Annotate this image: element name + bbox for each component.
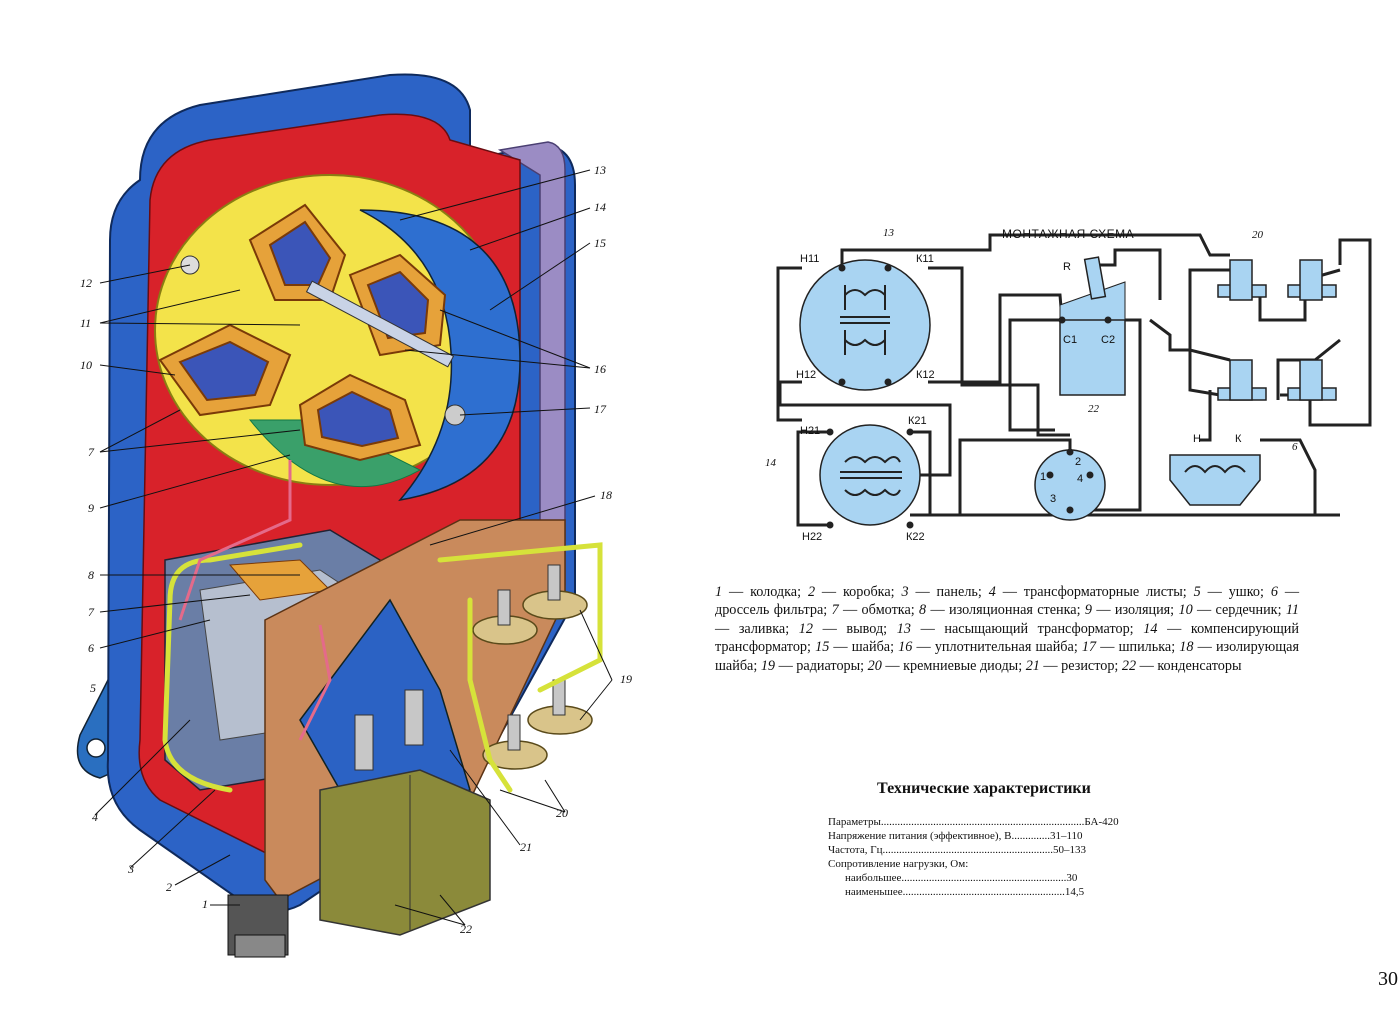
callout-12: 12	[80, 276, 92, 290]
legend-item: 22 — конденсаторы	[1121, 657, 1242, 674]
label-k12: К12	[916, 369, 935, 381]
legend-item: 5 — ушко;	[1193, 584, 1271, 600]
legend-item: 17 — шпилька;	[1081, 639, 1180, 656]
callout-14: 14	[594, 200, 606, 214]
spec-row: Частота, Гц.............................…	[828, 844, 1087, 856]
spec-row: наибольшее..............................…	[845, 872, 1078, 884]
schema-num-20: 20	[1252, 229, 1264, 241]
callout-11: 11	[80, 316, 92, 330]
legend-item: 8 — изоляционная стенка;	[919, 602, 1085, 619]
callout-8: 8	[88, 568, 94, 582]
legend-item: 11 — заливка;	[715, 602, 1299, 637]
parts-legend: 1 — колодка; 2 — коробка; 3 — панель; 4 …	[715, 583, 1299, 675]
callout-19: 19	[620, 672, 632, 686]
label-h12: Н12	[796, 369, 816, 381]
schema-num-6: 6	[1292, 441, 1298, 453]
label-h22: Н22	[802, 531, 822, 543]
legend-item: 7 — обмотка;	[831, 602, 920, 619]
callout-2: 2	[166, 880, 172, 894]
callout-4: 4	[92, 810, 98, 824]
legend-item: 4 — трансформаторные листы;	[988, 584, 1194, 600]
pin-3: 3	[1050, 493, 1056, 505]
schema-num-14: 14	[765, 457, 777, 469]
callout-10: 10	[80, 358, 92, 372]
callout-21: 21	[520, 840, 532, 854]
unit-cutaway-illustration	[76, 73, 613, 958]
label-k22: К22	[906, 531, 925, 543]
specs-title: Технические характеристики	[877, 780, 1091, 797]
callout-3: 3	[128, 862, 134, 876]
spec-row: Напряжение питания (эффективное), В.....…	[828, 830, 1083, 842]
schema-title: МОНТАЖНАЯ СХЕМА	[1002, 227, 1134, 241]
legend-item: 19 — радиаторы;	[760, 657, 868, 674]
callout-5: 5	[90, 681, 96, 695]
spec-row: Параметры...............................…	[828, 816, 1119, 828]
callout-16: 16	[594, 362, 606, 376]
schema-num-22: 22	[1088, 403, 1100, 415]
callout-13: 13	[594, 163, 606, 177]
legend-item: 1 — колодка;	[715, 584, 808, 600]
label-r: R	[1063, 261, 1071, 273]
pin-1: 1	[1040, 471, 1046, 483]
legend-item: 13 — насыщающий трансформатор;	[896, 620, 1144, 637]
legend-item: 2 — коробка;	[807, 584, 902, 600]
callout-15: 15	[594, 236, 606, 250]
legend-item: 18 — изолирующая шайба;	[715, 639, 1299, 674]
label-c1: С1	[1063, 334, 1077, 346]
legend-item: 16 — уплотнительная шайба;	[898, 639, 1082, 656]
legend-item: 14 — компенсирующий трансформатор;	[715, 620, 1299, 656]
callout-18: 18	[600, 488, 612, 502]
legend-item: 10 — сердечник;	[1178, 602, 1286, 619]
label-k21: К21	[908, 415, 927, 427]
pin-4: 4	[1077, 473, 1083, 485]
label-h21: Н21	[800, 425, 820, 437]
callout-22: 22	[460, 922, 472, 936]
spec-row: Сопротивление нагрузки, Ом:	[828, 858, 969, 870]
spec-row: наименьшее..............................…	[845, 886, 1085, 898]
callout-7b: 7	[88, 605, 94, 619]
callout-17: 17	[594, 402, 606, 416]
callout-7a: 7	[88, 445, 94, 459]
callout-6: 6	[88, 641, 94, 655]
label-h11: Н11	[800, 253, 819, 265]
pin-2: 2	[1075, 456, 1081, 468]
label-c2: С2	[1101, 334, 1115, 346]
legend-item: 9 — изоляция;	[1084, 602, 1179, 619]
label-k11: К11	[916, 253, 934, 265]
callout-1: 1	[202, 897, 208, 911]
legend-item: 12 — вывод;	[798, 620, 897, 637]
legend-item: 15 — шайба;	[815, 639, 899, 656]
page-number: 30	[1378, 968, 1398, 990]
callout-9: 9	[88, 501, 94, 515]
label-k: К	[1235, 433, 1242, 445]
legend-item: 21 — резистор;	[1025, 657, 1122, 674]
schema-num-13: 13	[883, 227, 895, 239]
wiring-diagram: МОНТАЖНАЯ СХЕМА Н11 К11 Н12 К12 Н21 К21 …	[765, 227, 1372, 543]
callout-20: 20	[556, 806, 568, 820]
legend-item: 3 — панель;	[901, 584, 989, 600]
label-h: Н	[1193, 433, 1201, 445]
legend-item: 20 — кремниевые диоды;	[867, 657, 1026, 674]
legend-item: 6 — дроссель фильтра;	[715, 584, 1299, 619]
